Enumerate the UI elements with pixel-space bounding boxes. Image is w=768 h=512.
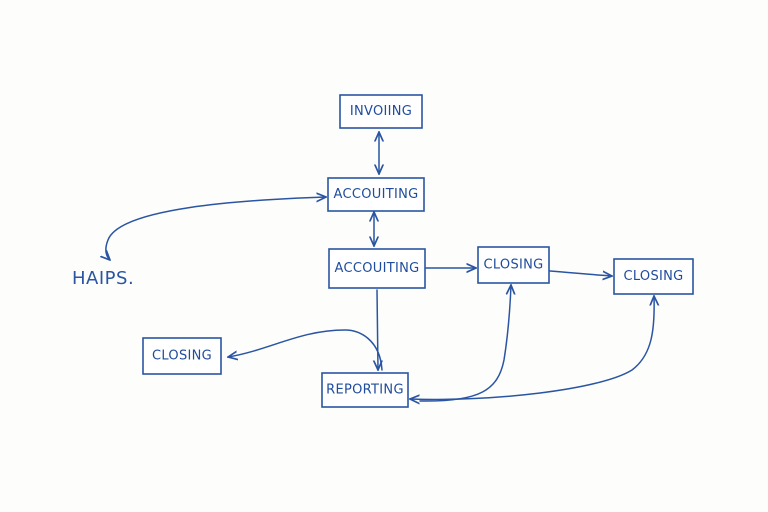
node-label: ACCOUITING [334,187,419,202]
node-closing-mid[interactable]: CLOSING [477,246,550,284]
node-box [477,246,550,284]
node-box [339,94,423,129]
edge-accounting-mid-reporting [377,289,378,370]
node-box [142,337,222,375]
node-reporting[interactable]: REPORTING [321,372,409,408]
node-label: CLOSING [623,269,683,284]
node-box [613,258,694,295]
edge-accounting-top-haips [106,197,326,260]
node-box [321,372,409,408]
node-label: CLOSING [152,349,212,364]
node-accounting-mid[interactable]: ACCOUITING [328,248,426,289]
node-label: INVOIING [350,104,412,119]
node-accounting-top[interactable]: ACCOUITING [327,177,425,212]
node-box [328,248,426,289]
free-text-haips: HAIPS. [72,268,134,289]
edge-closing-mid-closing-right [549,270,612,276]
node-label: REPORTING [326,383,404,398]
node-invoicing[interactable]: INVOIING [339,94,423,129]
node-closing-left[interactable]: CLOSING [142,337,222,375]
node-label: ACCOUITING [335,261,420,276]
edges [106,132,654,401]
edge-reporting-closing-mid [419,285,511,402]
node-label: CLOSING [483,258,543,273]
edge-reporting-closing-right [410,296,654,399]
node-closing-right[interactable]: CLOSING [613,258,694,295]
edge-reporting-closing-left [228,329,383,371]
node-box [327,177,425,212]
